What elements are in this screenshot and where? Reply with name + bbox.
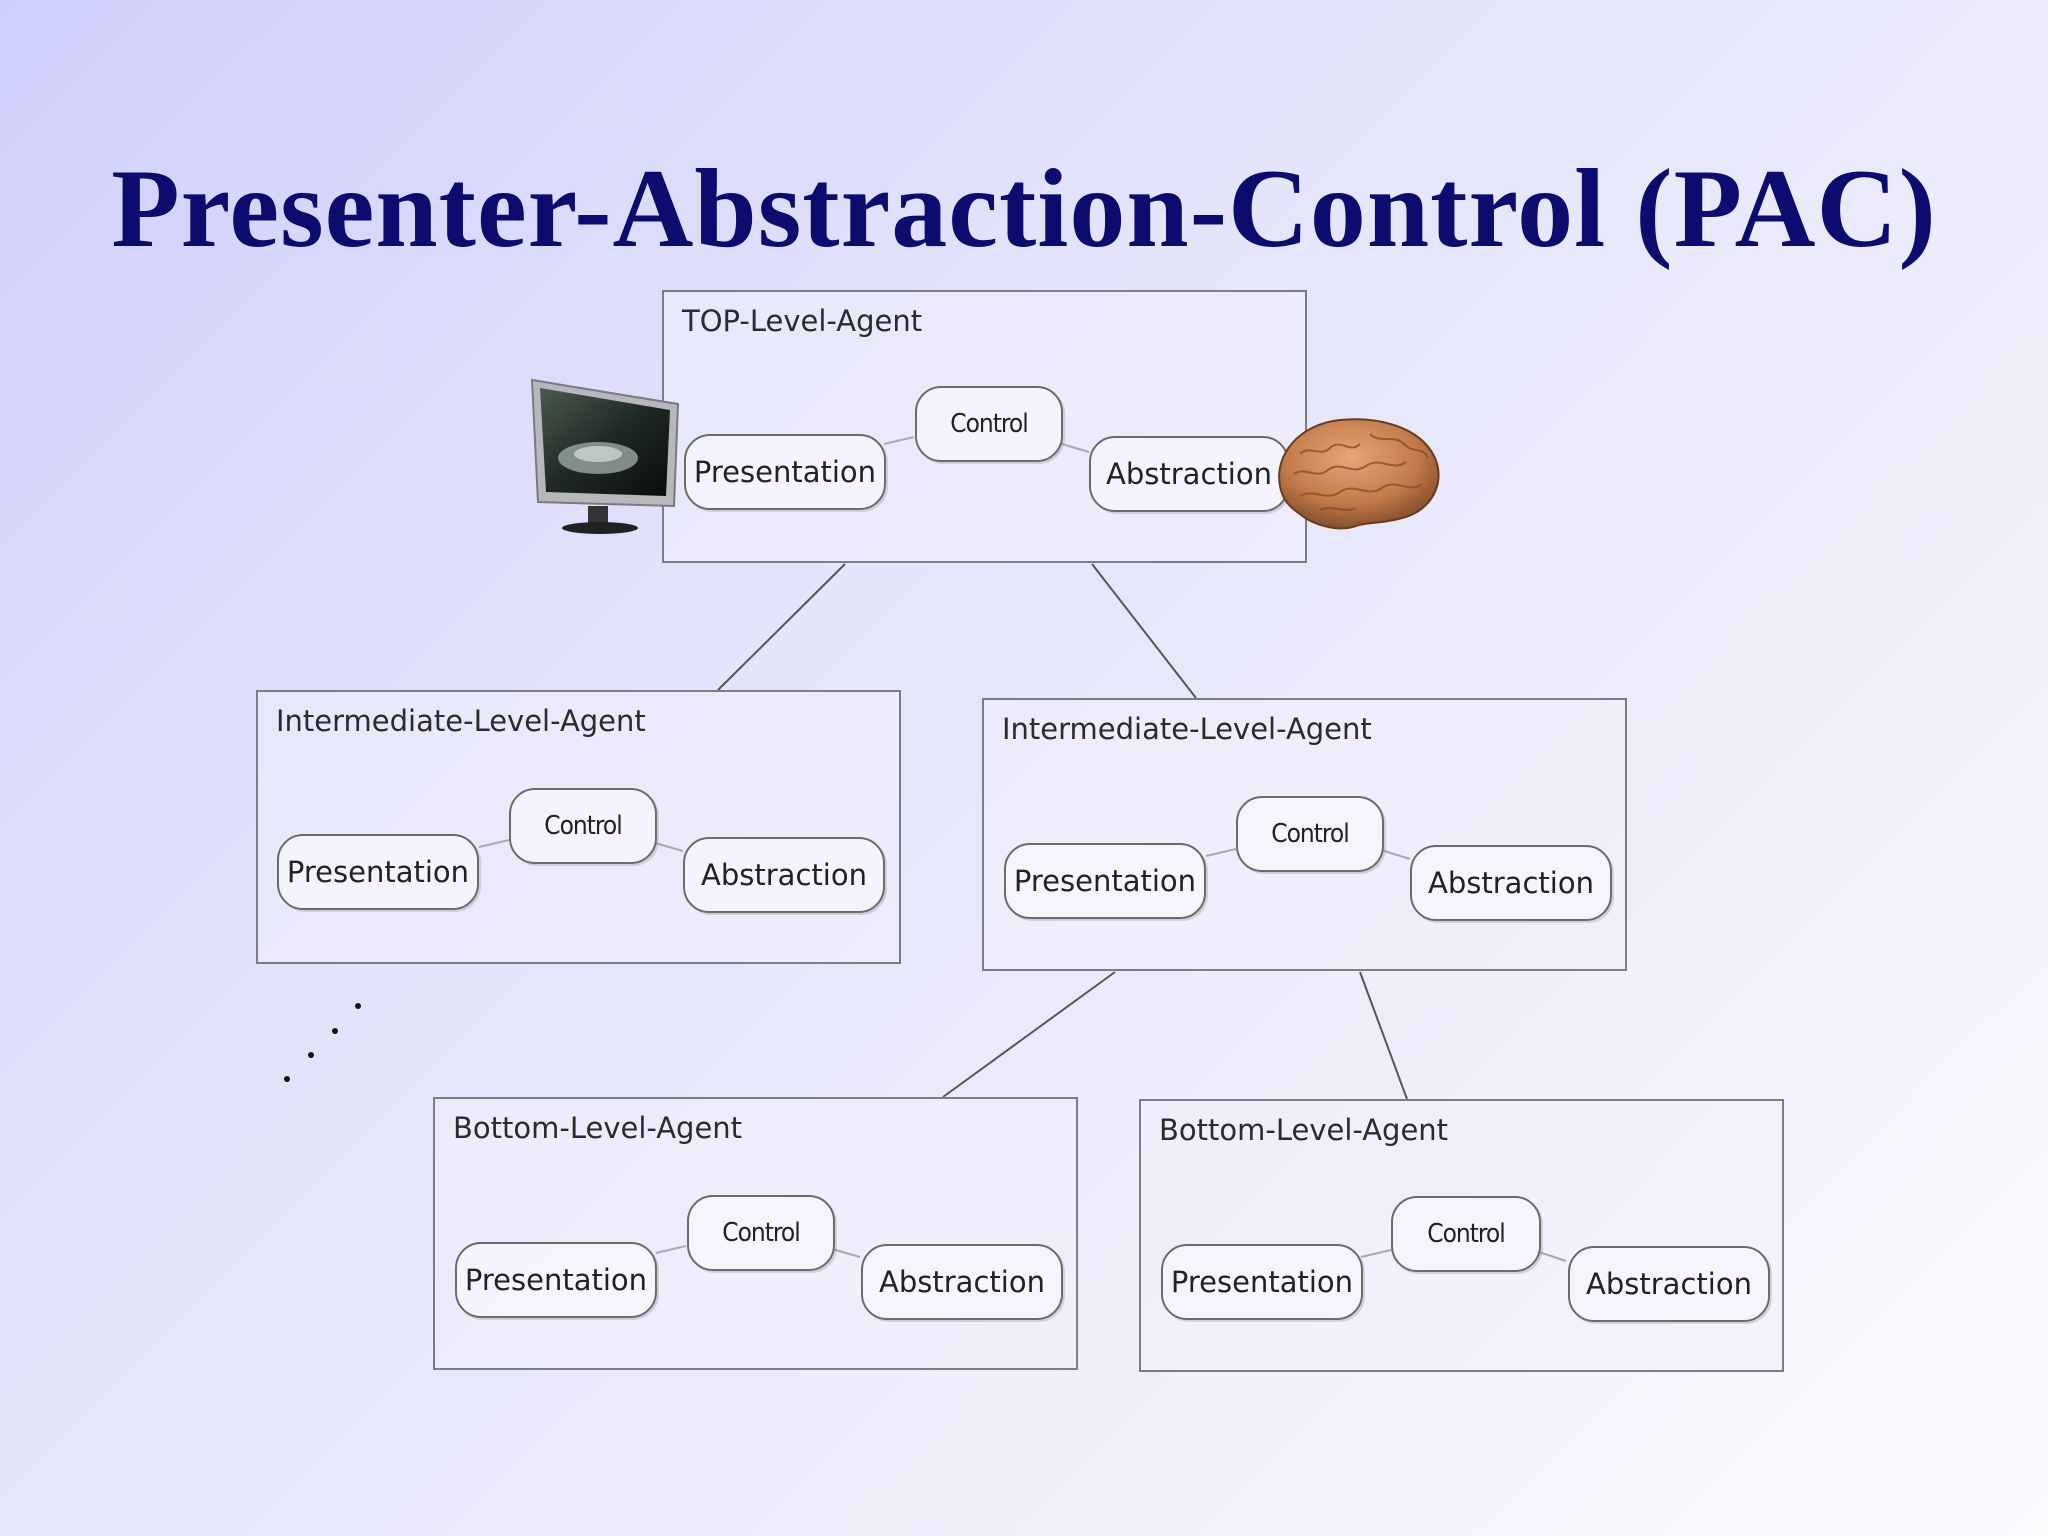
monitor-icon [528, 378, 688, 538]
presentation-node: Presentation [277, 834, 479, 910]
link-intermediate-right-to-bottom-left [942, 971, 1116, 1098]
control-node: Control [1391, 1196, 1541, 1272]
abstraction-node: Abstraction [1410, 845, 1612, 921]
control-node: Control [509, 788, 657, 864]
presentation-node: Presentation [684, 434, 886, 510]
intermediate-level-agent-left-box: Intermediate-Level-Agent Presentation Co… [256, 690, 901, 964]
bottom-level-agent-left-box: Bottom-Level-Agent Presentation Control … [433, 1097, 1078, 1370]
abstraction-node: Abstraction [1089, 436, 1289, 512]
agent-title: Bottom-Level-Agent [1159, 1113, 1449, 1147]
link-top-to-intermediate-right [1091, 563, 1197, 699]
ellipsis-dot [332, 1028, 338, 1034]
agent-title: Intermediate-Level-Agent [276, 704, 646, 738]
bottom-level-agent-right-box: Bottom-Level-Agent Presentation Control … [1139, 1099, 1784, 1372]
abstraction-node: Abstraction [683, 837, 885, 913]
link-top-to-intermediate-left [717, 563, 846, 691]
ellipsis-dot [284, 1076, 290, 1082]
presentation-node: Presentation [455, 1242, 657, 1318]
control-node: Control [1236, 796, 1384, 872]
agent-title: Bottom-Level-Agent [453, 1111, 743, 1145]
ellipsis-dot [308, 1052, 314, 1058]
link-intermediate-right-to-bottom-right [1359, 971, 1408, 1100]
intermediate-level-agent-right-box: Intermediate-Level-Agent Presentation Co… [982, 698, 1627, 971]
presentation-node: Presentation [1004, 843, 1206, 919]
top-level-agent-box: TOP-Level-Agent Presentation Control Abs… [662, 290, 1307, 563]
abstraction-node: Abstraction [861, 1244, 1063, 1320]
presentation-node: Presentation [1161, 1244, 1363, 1320]
control-node: Control [687, 1195, 835, 1271]
brain-icon [1270, 414, 1445, 532]
slide-title: Presenter-Abstraction-Control (PAC) [111, 147, 1937, 271]
agent-title: TOP-Level-Agent [682, 304, 923, 338]
abstraction-node: Abstraction [1568, 1246, 1770, 1322]
agent-title: Intermediate-Level-Agent [1002, 712, 1372, 746]
control-node: Control [915, 386, 1063, 462]
ellipsis-dot [355, 1003, 361, 1009]
